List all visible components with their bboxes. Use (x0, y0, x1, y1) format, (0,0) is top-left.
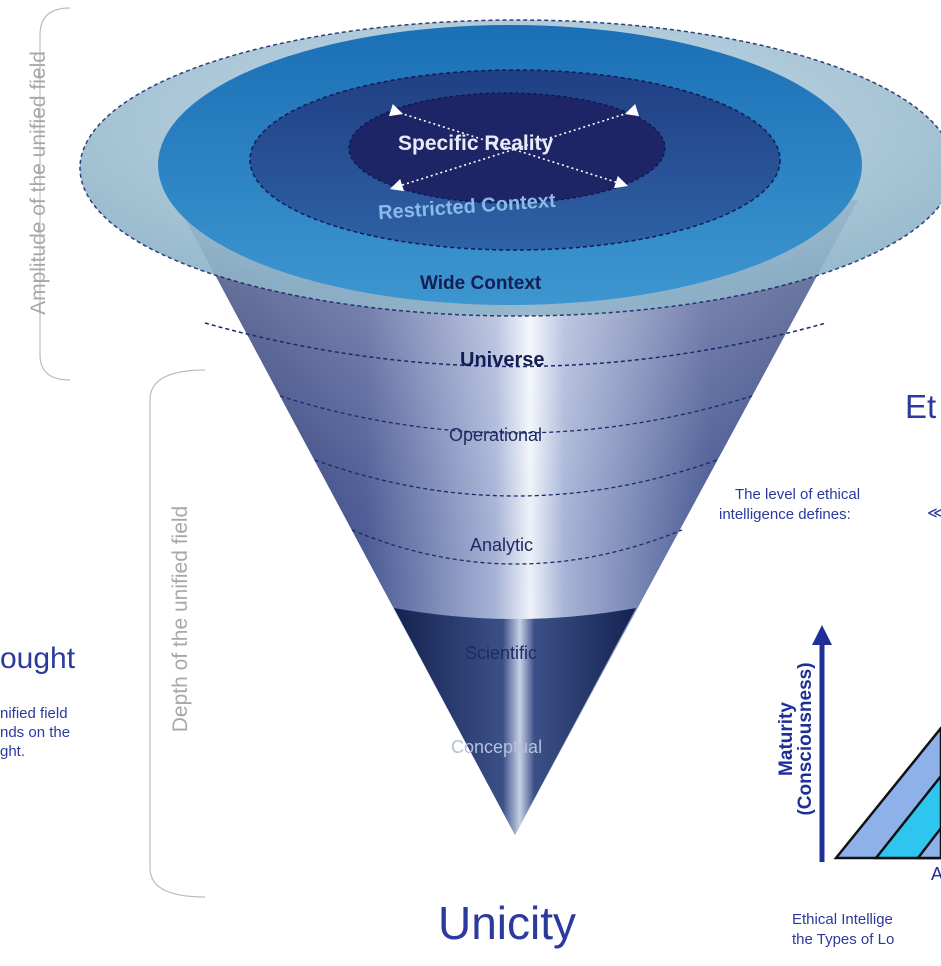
divider-operational (279, 395, 753, 434)
left-panel-title: ought (0, 642, 76, 675)
amplitude-bracket-label: Amplitude of the unified field (27, 51, 50, 315)
maturity-axis-label-line-2: (Consciousness) (795, 662, 816, 816)
amplitude-bracket (39, 7, 71, 381)
divider-scientific (351, 529, 683, 565)
depth-bracket (149, 369, 206, 898)
maturity-axis-label-line-1: Maturity (776, 702, 797, 776)
maturity-axis-label: Maturity (Consciousness) (776, 624, 816, 854)
triangle-bottom-label: A (931, 864, 941, 884)
label-universe: Universe (460, 349, 545, 371)
right-panel-title: Et (905, 388, 937, 425)
maturity-axis-arrowhead (812, 625, 832, 645)
label-unicity: Unicity (438, 897, 577, 949)
cone-tip-conceptual (394, 608, 636, 835)
right-panel-level-line-2: intelligence defines: (719, 506, 851, 523)
label-operational: Operational (449, 425, 543, 445)
left-panel-line-1: nified field (0, 705, 68, 722)
label-wide-context: Wide Context (420, 273, 542, 294)
triangle-middle (873, 773, 941, 860)
right-caption-line-2: the Types of Lo (792, 931, 895, 948)
left-panel-line-2: nds on the (0, 724, 71, 741)
right-panel-level-mark: ≪ (927, 505, 941, 522)
arrow-diagonal-2 (389, 103, 640, 192)
label-specific-reality: Specific Reality (398, 132, 554, 155)
label-scientific: Scientific (465, 643, 538, 663)
triangle-inner (915, 825, 941, 860)
right-caption-line-1: Ethical Intellige (792, 911, 893, 928)
left-panel-line-3: ght. (0, 743, 26, 760)
label-conceptual: Conceptual (451, 737, 543, 757)
divider-analytic (314, 459, 718, 497)
cone-shading (175, 200, 858, 835)
label-analytic: Analytic (470, 535, 534, 555)
depth-bracket-label: Depth of the unified field (169, 505, 192, 733)
right-panel-level-line-1: The level of ethical (735, 486, 861, 503)
